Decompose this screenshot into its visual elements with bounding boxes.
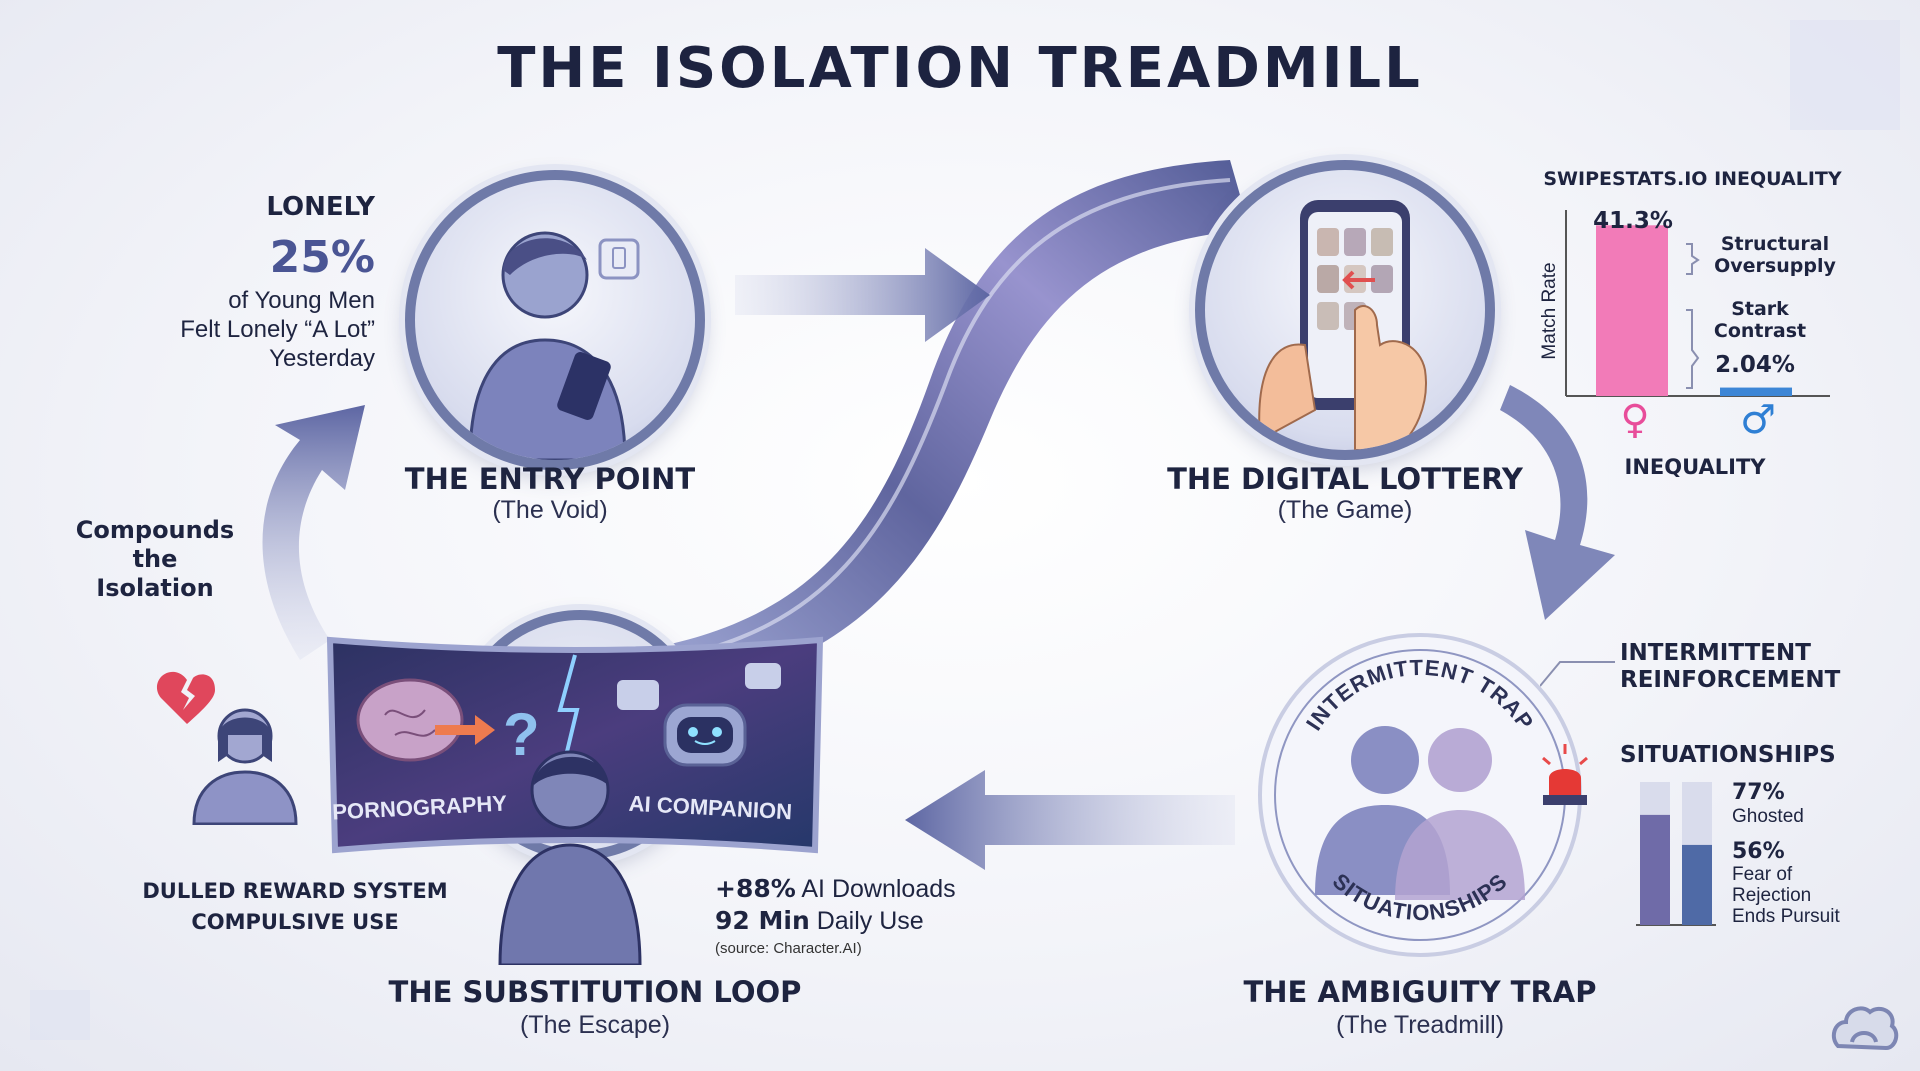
inequality-chart — [1565, 210, 1830, 397]
daily-use-stat: 92 Min Daily Use — [715, 906, 924, 936]
entry-point-subtitle: (The Void) — [492, 496, 608, 524]
inequality-footer: INEQUALITY — [1624, 455, 1766, 479]
ambiguity-trap-title: THE AMBIGUITY TRAP — [1243, 975, 1597, 1009]
entry-point-title: THE ENTRY POINT — [404, 462, 696, 496]
person-back-illustration — [498, 750, 642, 965]
entry-point-illustration — [405, 170, 705, 470]
lonely-stat-desc: of Young Men Felt Lonely “A Lot” Yesterd… — [180, 287, 375, 372]
page-title: THE ISOLATION TREADMILL — [497, 36, 1423, 101]
ambiguity-trap-subtitle: (The Treadmill) — [1335, 1011, 1505, 1039]
female-symbol-icon: ♀ — [1620, 397, 1650, 443]
arrow-ambiguity-to-substitution — [905, 770, 1235, 870]
inequality-heading: SWIPESTATS.IO INEQUALITY — [1543, 168, 1842, 190]
reinforcement-connector — [1540, 661, 1615, 687]
dulled-reward-label: DULLED REWARD SYSTEM COMPULSIVE USE — [142, 879, 448, 934]
lonely-stat-value: 25% — [269, 232, 375, 283]
intermittent-reinforcement-label: INTERMITTENT REINFORCEMENT — [1620, 640, 1841, 693]
siren-icon — [1542, 744, 1588, 805]
situationship-bars — [1636, 782, 1716, 926]
bar-male — [1720, 387, 1792, 396]
decor-square — [1790, 20, 1900, 130]
daily-use-value: 92 Min — [715, 906, 810, 935]
ai-downloads-stat: +88% AI Downloads — [715, 874, 956, 904]
ghosted-label: Ghosted — [1732, 806, 1804, 827]
bar-female — [1596, 225, 1668, 396]
female-value-label: 41.3% — [1593, 208, 1673, 234]
substitution-screen: ? PORNOGRAPHY AI COMPANION — [326, 636, 824, 854]
fear-value: 56% — [1732, 839, 1785, 864]
situationships-heading: SITUATIONSHIPS — [1620, 742, 1836, 768]
lonely-label: LONELY — [266, 192, 375, 222]
compounds-label: Compounds the Isolation — [75, 516, 235, 602]
broken-heart-icon — [156, 671, 215, 724]
arrow-entry-to-lottery — [735, 248, 990, 342]
ai-downloads-label: AI Downloads — [801, 875, 956, 903]
digital-lottery-title: THE DIGITAL LOTTERY — [1167, 462, 1523, 496]
digital-lottery-illustration — [1195, 160, 1495, 460]
decor-square — [30, 990, 90, 1040]
annotation-oversupply: Structural Oversupply — [1714, 233, 1836, 277]
substitution-loop-title: THE SUBSTITUTION LOOP — [388, 975, 802, 1009]
annotation-contrast: Stark Contrast — [1713, 298, 1807, 342]
twisted-ribbon — [640, 160, 1250, 690]
fear-label: Fear of Rejection Ends Pursuit — [1732, 864, 1840, 927]
substitution-loop-subtitle: (The Escape) — [519, 1011, 671, 1039]
bar-fear-of-rejection — [1682, 844, 1712, 925]
svg-text:?: ? — [503, 701, 540, 768]
ai-downloads-value: +88% — [715, 874, 796, 903]
woman-silhouette-icon — [192, 708, 298, 825]
brand-logo-icon — [1831, 1006, 1899, 1051]
digital-lottery-subtitle: (The Game) — [1277, 496, 1413, 524]
ghosted-value: 77% — [1732, 780, 1785, 805]
ambiguity-trap-illustration: INTERMITTENT TRAP SITUATIONSHIPS — [1258, 633, 1582, 957]
male-symbol-icon: ♂ — [1740, 397, 1776, 443]
male-value-label: 2.04% — [1715, 352, 1795, 378]
inequality-axis-label: Match Rate — [1539, 262, 1560, 360]
arrow-lottery-to-ambiguity — [1500, 385, 1615, 620]
source-note: (source: Character.AI) — [715, 940, 862, 957]
bar-ghosted — [1640, 814, 1670, 925]
arrow-substitution-to-entry — [262, 405, 365, 660]
daily-use-label: Daily Use — [816, 907, 924, 935]
